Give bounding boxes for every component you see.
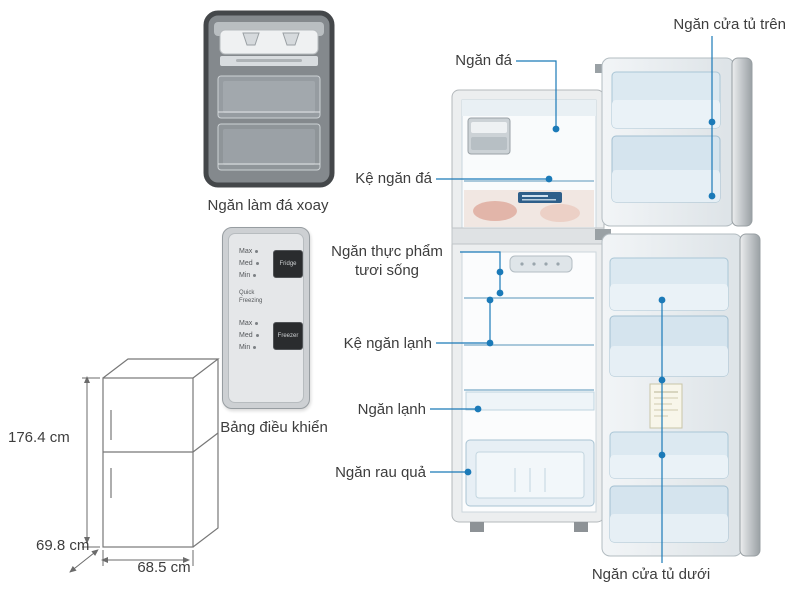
callout-label-fresh-food: Ngăn thực phẩm tươi sống xyxy=(314,243,460,281)
bottom-door-edge xyxy=(739,233,761,557)
panel-setting-med-top: Med xyxy=(239,260,259,267)
fridge-foot-left xyxy=(470,522,484,532)
cooling-control-unit xyxy=(509,255,573,273)
callout-dots xyxy=(464,118,716,476)
panel-setting-med-bottom: Med xyxy=(239,332,259,339)
panel-quick-freezing-label: Quick Freezing xyxy=(239,290,263,304)
freezer-food-photo xyxy=(464,190,594,227)
dimension-lines xyxy=(69,376,194,573)
inset-freezer-shelves xyxy=(217,75,321,171)
dimension-label-width: 68.5 cm xyxy=(137,559,191,576)
fridge-cabinet xyxy=(451,89,605,532)
compartment-divider xyxy=(451,227,605,245)
top-door-edge xyxy=(731,57,753,227)
callout-label-fresh-food-line2: tươi sống xyxy=(354,261,420,279)
freezer-compartment xyxy=(461,99,597,229)
dimension-drawing xyxy=(102,358,220,548)
callout-label-fresh-food-line1: Ngăn thực phẩm xyxy=(331,243,443,260)
freezer-door-open xyxy=(601,57,753,227)
panel-setting-max-bottom: Max xyxy=(239,320,258,327)
callout-label-freezer: Ngăn đá xyxy=(455,52,512,69)
vegetable-drawer xyxy=(465,439,595,507)
panel-setting-min-bottom: Min xyxy=(239,344,256,351)
control-panel-body: Max Med Min Fridge Quick Freezing Max Me… xyxy=(228,233,304,403)
chiller-case xyxy=(465,391,595,411)
callout-label-rotating-ice-maker: Ngăn làm đá xoay xyxy=(207,197,329,214)
ice-maker-inset xyxy=(203,10,335,188)
fridge-foot-right xyxy=(574,522,588,532)
dimension-label-height: 176.4 cm xyxy=(8,429,70,446)
fridge-door-open xyxy=(601,233,761,557)
fridge-compartment xyxy=(461,251,597,513)
freezer-display-label: Freezer xyxy=(277,333,299,339)
fridge-display-label: Fridge xyxy=(279,261,297,267)
callout-label-lower-door-bins: Ngăn cửa tủ dưới xyxy=(591,566,711,583)
depth-dimension-line xyxy=(69,549,99,573)
control-panel-inset: Max Med Min Fridge Quick Freezing Max Me… xyxy=(222,227,310,409)
callout-label-cooler: Ngăn lạnh xyxy=(357,401,426,418)
callout-label-freezer-shelf: Kệ ngăn đá xyxy=(355,170,432,187)
ice-maker xyxy=(467,117,511,155)
freezer-display-button: Freezer xyxy=(273,322,303,350)
door-sticker xyxy=(649,383,683,429)
callout-label-cooler-shelf: Kệ ngăn lạnh xyxy=(343,335,432,352)
dimension-label-depth: 69.8 cm xyxy=(36,537,90,554)
rotating-ice-tray xyxy=(219,29,319,66)
hinge-middle xyxy=(595,229,611,240)
callout-label-upper-door-bins: Ngăn cửa tủ trên xyxy=(673,16,786,33)
fridge-display-button: Fridge xyxy=(273,250,303,278)
callout-label-control-panel: Bảng điều khiển xyxy=(220,419,328,436)
panel-setting-max-top: Max xyxy=(239,248,258,255)
callout-label-vegetable-drawer: Ngăn rau quả xyxy=(335,464,426,481)
panel-setting-min-top: Min xyxy=(239,272,256,279)
